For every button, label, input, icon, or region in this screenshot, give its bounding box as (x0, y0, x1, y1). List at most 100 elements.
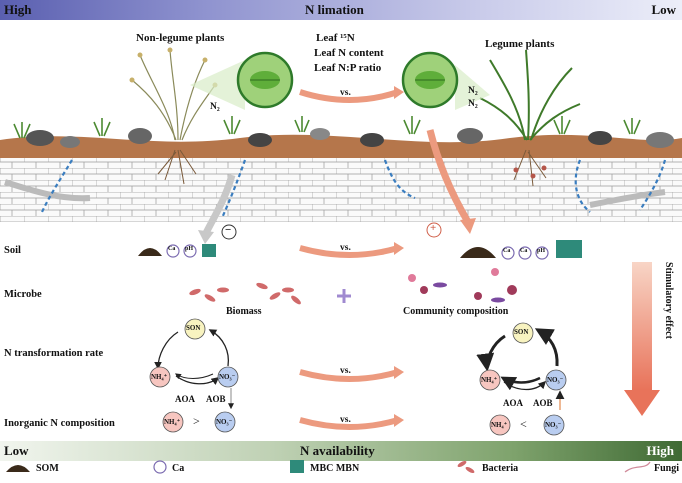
row-n-transformation: N transformation rate (4, 348, 104, 359)
no3-pool-text-left: NO₃⁻ (216, 418, 233, 426)
positive-effect-arrow (426, 129, 472, 224)
leaf-trait-3: Leaf N:P ratio (314, 62, 382, 74)
vs-leaf: vs. (340, 88, 351, 98)
soil-profile (0, 150, 682, 222)
n2-label-left: N₂ (210, 102, 220, 112)
negative-effect-arrow (201, 174, 236, 237)
n-availability-title: N availability (300, 443, 375, 458)
plus-text: + (430, 222, 437, 234)
no3-pool-right (543, 414, 565, 436)
topsoil-strip (0, 134, 682, 158)
legend-mbc-mbn: MBC MBN (310, 463, 360, 474)
son-text-right: SON (514, 328, 529, 336)
no3-pool-text-right: NO₃⁻ (545, 421, 562, 429)
legume-label: Legume plants (485, 38, 555, 50)
vs-inorganic: vs. (340, 415, 351, 425)
vs-arrow-soil (299, 245, 399, 258)
no3-pool-left (214, 411, 236, 433)
bacteria-cluster-left (189, 282, 301, 305)
soil-ph-right: pH (537, 248, 546, 254)
n-cycle-left (154, 329, 234, 410)
ca-icon-right (501, 246, 515, 260)
legend-ca: Ca (172, 463, 185, 474)
legend-bacteria-icon (457, 460, 475, 474)
row-inorganic-n: Inorganic N composition (4, 418, 115, 429)
legend-ca-icon (153, 460, 167, 474)
ca-icon-left (166, 244, 180, 258)
vs-rate: vs. (340, 366, 351, 376)
son-text-left: SON (186, 324, 201, 332)
aoa-label-left: AOA (175, 394, 195, 404)
vs-arrow-leaf (299, 89, 399, 103)
n-limitation-high: High (4, 2, 32, 17)
aoa-label-right: AOA (503, 398, 523, 408)
row-soil: Soil (4, 245, 21, 256)
vs-arrow-rate (299, 369, 399, 382)
soil-ca-left: Ca (168, 246, 176, 252)
swoosh-left (4, 179, 91, 202)
compare-right: < (520, 417, 527, 431)
nh4-pool-left (162, 411, 184, 433)
nh4-pool-right (489, 414, 511, 436)
som-icon-right (460, 247, 496, 258)
son-node-left (184, 318, 206, 340)
nh4-pool-text-left: NH₄⁺ (164, 418, 181, 426)
mbc-mbn-icon-left (202, 244, 216, 257)
son-node-right (512, 322, 534, 344)
mbc-mbn-icon-right (556, 240, 582, 258)
aob-label-right: AOB (533, 398, 553, 408)
soil-ca-right-2: Ca (520, 248, 528, 254)
som-icon-left (138, 248, 162, 256)
stimulatory-arrow-body (632, 262, 652, 390)
vs-soil: vs. (340, 243, 351, 253)
nh4-pool-text-right: NH₄⁺ (491, 421, 508, 429)
grass (13, 116, 641, 139)
nh4-node-left (149, 366, 171, 388)
no3-text-right: NO₃⁻ (547, 376, 564, 384)
n2-label-right: N₂ (468, 86, 478, 96)
legend-bacteria: Bacteria (482, 463, 519, 474)
stimulatory-arrow-head (624, 390, 660, 416)
ca-icon-right-2 (518, 246, 532, 260)
biomass-label: Biomass (226, 306, 262, 317)
nh4-node-right (479, 369, 501, 391)
non-legume-label: Non-legume plants (136, 32, 225, 44)
soil-ph-left: pH (185, 246, 194, 252)
compare-left: > (193, 414, 200, 428)
legend-mbc-icon (290, 460, 304, 473)
no3-text-left: NO₃⁻ (219, 373, 236, 381)
plus-sign (426, 222, 442, 238)
microbe-plus (337, 289, 351, 303)
n-limitation-title: N limation (305, 2, 364, 17)
legend-fungi-icon (624, 461, 651, 473)
community-label: Community composition (403, 306, 509, 317)
vs-arrow-inorganic (299, 417, 399, 430)
leaf-callout-left (190, 60, 245, 110)
minus-sign (221, 224, 237, 240)
legend-som: SOM (36, 463, 59, 474)
bacteria-cluster-right (408, 268, 517, 303)
leaf-trait-1: Leaf ¹⁵N (316, 32, 355, 44)
aob-label-left: AOB (206, 394, 226, 404)
n-availability-high: High (646, 443, 674, 458)
ph-icon-left (183, 244, 197, 258)
leaf-callout-right (455, 65, 490, 110)
root-nodules (513, 165, 547, 179)
non-legume-plant-illustration (129, 47, 218, 185)
minus-text: − (225, 224, 232, 236)
nh4-text-right: NH₄⁺ (481, 376, 498, 384)
n-availability-low: Low (4, 443, 29, 458)
swoosh-right (589, 189, 666, 208)
n-limitation-low: Low (651, 2, 676, 17)
stimulatory-effect-label: Stimulatory effect (663, 262, 674, 339)
n-limitation-bar: High N limation Low (0, 0, 682, 20)
no3-node-left (217, 366, 239, 388)
leaf-trait-2: Leaf N content (314, 47, 384, 59)
row-microbe: Microbe (4, 289, 42, 300)
legend-fungi: Fungi (654, 463, 680, 474)
soil-ca-right: Ca (503, 248, 511, 254)
n-cycle-right (476, 328, 565, 410)
ph-icon-right (535, 246, 549, 260)
n2-label-right-2: N₂ (468, 99, 478, 109)
